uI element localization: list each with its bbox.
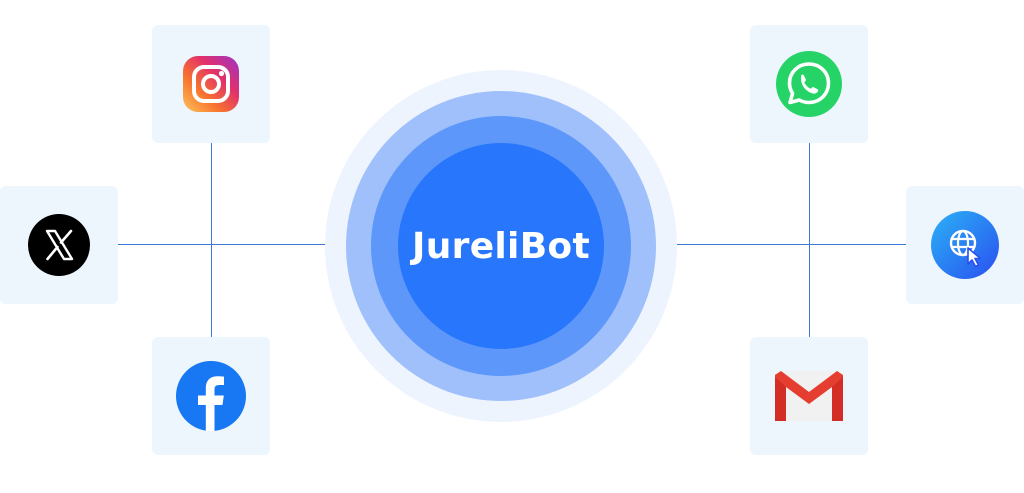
whatsapp-icon [776, 51, 842, 117]
connector-left-vertical [211, 142, 212, 337]
channel-tile-whatsapp [750, 25, 868, 143]
connector-right-horizontal [677, 244, 906, 245]
globe-cursor-icon [931, 211, 999, 279]
connector-right-vertical [809, 142, 810, 337]
channel-tile-gmail [750, 337, 868, 455]
channel-tile-website [906, 186, 1024, 304]
channel-tile-facebook [152, 337, 270, 455]
channel-tile-x [0, 186, 118, 304]
facebook-icon [176, 361, 246, 431]
channel-tile-instagram [152, 25, 270, 143]
instagram-icon [183, 56, 239, 112]
gmail-icon [775, 371, 843, 421]
hub-label: JureliBot [412, 225, 590, 267]
x-icon [28, 214, 90, 276]
connector-left-horizontal [118, 244, 326, 245]
hub-core: JureliBot [398, 143, 604, 349]
